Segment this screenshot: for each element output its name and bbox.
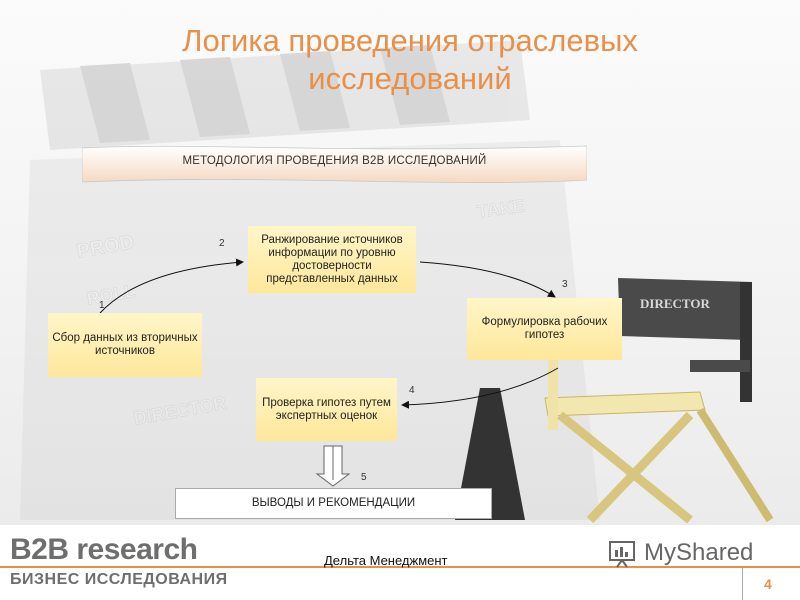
- arrow-4-to-5: [315, 445, 351, 487]
- step-4-number: 4: [409, 385, 415, 396]
- arrow-1-to-2: [99, 258, 244, 314]
- b2b-research-logo: B2B research: [10, 533, 198, 566]
- step-3-text: Формулировка рабочих гипотез: [481, 316, 608, 341]
- methodology-banner: МЕТОДОЛОГИЯ ПРОВЕДЕНИЯ B2B ИССЛЕДОВАНИЙ: [182, 155, 487, 167]
- step-2-box: Ранжирование источников информации по ур…: [248, 226, 416, 293]
- chair-label: DIRECTOR: [640, 296, 710, 311]
- slide-background: PROD TAKE ROLL DIRECTOR DIRECTOR: [0, 0, 800, 525]
- company-name: Дельта Менеджмент: [324, 553, 448, 568]
- step-5-number: 5: [361, 472, 367, 483]
- arrow-2-to-3: [419, 261, 556, 298]
- flow-arrows: [99, 258, 559, 487]
- arrow-3-to-4: [401, 367, 559, 409]
- title-line-2: исследований: [308, 61, 512, 96]
- clapper-word-roll: ROLL: [85, 281, 137, 309]
- myshared-icon: [609, 541, 635, 568]
- footer-divider: [0, 566, 800, 568]
- clapperboard-illustration: PROD TAKE ROLL DIRECTOR DIRECTOR: [20, 40, 774, 524]
- step-3-box: Формулировка рабочих гипотез: [467, 298, 622, 360]
- myshared-watermark: MyShared: [644, 539, 754, 566]
- step-2-text: Ранжирование источников информации по ур…: [261, 233, 403, 285]
- step-5-box: ВЫВОДЫ И РЕКОМЕНДАЦИИ: [175, 488, 492, 519]
- logo-subtitle: БИЗНЕС ИССЛЕДОВАНИЯ: [10, 571, 228, 588]
- step-1-number: 1: [99, 300, 105, 311]
- page-number-divider: [742, 568, 743, 600]
- page-number: 4: [764, 576, 772, 592]
- step-2-number: 2: [219, 238, 225, 249]
- banner-shape: [82, 145, 587, 183]
- title-line-1: Логика проведения отраслевых: [182, 23, 638, 58]
- slide-title: Логика проведения отраслевых исследовани…: [100, 22, 720, 98]
- cone-illustration: [455, 388, 525, 520]
- step-1-text: Сбор данных из вторичных источников: [52, 332, 198, 357]
- step-3-number: 3: [562, 279, 568, 290]
- step-4-text: Проверка гипотез путем экспертных оценок: [262, 396, 391, 422]
- step-1-box: Сбор данных из вторичных источников: [48, 313, 202, 377]
- step-4-box: Проверка гипотез путем экспертных оценок: [256, 378, 397, 441]
- director-chair-illustration: [544, 278, 774, 524]
- footer: [0, 525, 800, 600]
